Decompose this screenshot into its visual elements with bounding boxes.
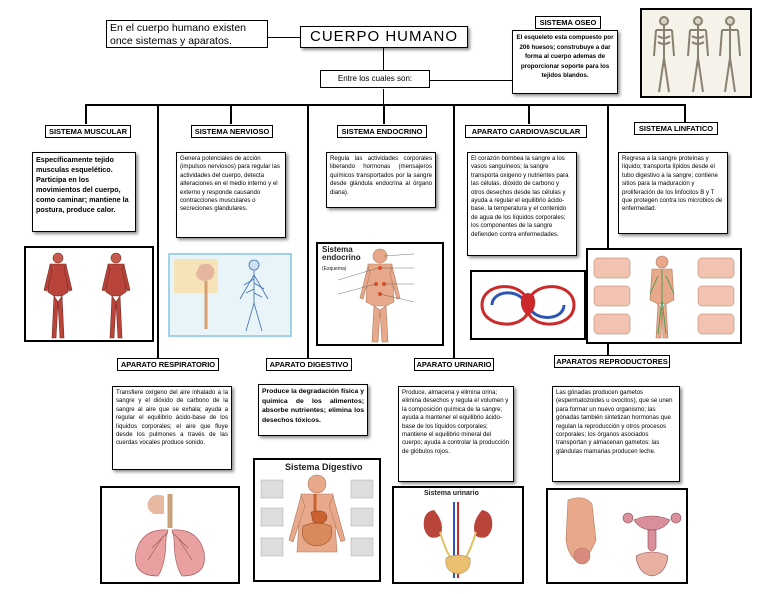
intro-text: En el cuerpo humano existen once sistema… [106, 20, 268, 48]
urinario-image-title: Sistema urinario [424, 490, 479, 497]
digestivo-image: Sistema Digestivo [253, 458, 381, 582]
nervioso-image [168, 253, 292, 337]
linfatico-image [586, 248, 742, 344]
connector-linfatico [684, 104, 686, 124]
desc-aparatos-reproductores: Las gónadas producen gametos (espermatoz… [552, 386, 680, 482]
muscle-figures-icon [43, 252, 131, 339]
urinario-image: Sistema urinario [392, 486, 524, 584]
respiratorio-image [100, 486, 240, 584]
connector-intro-title [268, 37, 300, 38]
lymphatic-figures-icon [593, 255, 735, 339]
connector-urinario [453, 104, 455, 358]
connector-subtitle-down [383, 89, 384, 105]
connector-respiratorio [157, 104, 159, 358]
connector-subtitle-oseo [430, 80, 514, 81]
connector-endocrino [383, 104, 385, 124]
urinary-system-icon [423, 502, 493, 578]
desc-sistema-nervioso: Genera potenciales de acción (impulsos n… [176, 152, 286, 238]
connector-horizontal-main [85, 104, 685, 106]
cardiovascular-image [470, 270, 586, 340]
desc-sistema-linfatico: Regresa a la sangre proteínas y líquido;… [618, 152, 728, 234]
desc-sistema-muscular: Específicamente tejido musculas esquelét… [32, 152, 136, 232]
connector-title-down [383, 48, 384, 70]
reproductores-image [546, 488, 688, 584]
muscular-image [24, 246, 154, 342]
nervous-system-icon [174, 259, 269, 332]
label-aparatos-reproductores: APARATOS REPRODUCTORES [554, 355, 670, 368]
desc-aparato-cardiovascular: El corazón bombea la sangre a los vasos … [467, 152, 577, 256]
desc-aparato-respiratorio: Transfiere oxígeno del aire inhalado a l… [112, 386, 232, 470]
skeleton-image [640, 8, 752, 98]
label-sistema-endocrino: SISTEMA ENDOCRINO [337, 125, 427, 138]
subtitle: Entre los cuales son: [320, 70, 430, 88]
connector-cardiovascular [528, 104, 530, 124]
endocrino-image-sub: (Esquema) [322, 266, 347, 272]
skeleton-figures-icon [653, 16, 741, 93]
connector-nervioso [230, 104, 232, 124]
label-aparato-urinario: APARATO URINARIO [414, 358, 494, 371]
connector-reproductores [607, 104, 609, 358]
label-sistema-nervioso: SISTEMA NERVIOSO [191, 125, 273, 138]
digestive-body-icon [260, 474, 374, 557]
label-sistema-oseo: SISTEMA OSEO [535, 16, 601, 29]
desc-sistema-oseo: El esqueleto esta compuesto por 206 hues… [512, 30, 618, 94]
endocrino-image: Sistema endocrino (Esquema) [316, 242, 444, 346]
digestivo-image-title: Sistema Digestivo [285, 462, 363, 472]
endocrine-body-icon [337, 248, 415, 343]
label-aparato-respiratorio: APARATO RESPIRATORIO [117, 358, 219, 371]
label-sistema-muscular: SISTEMA MUSCULAR [45, 125, 131, 138]
desc-aparato-urinario: Produce, almacena y elimina orina; elimi… [398, 386, 514, 482]
desc-aparato-digestivo: Produce la degradación física y química … [258, 384, 368, 436]
desc-sistema-endocrino: Regula las actividades corporales libera… [326, 152, 436, 208]
label-sistema-linfatico: SISTEMA LINFATICO [634, 122, 718, 135]
connector-muscular [85, 104, 87, 124]
endocrino-image-title: Sistema endocrino [322, 245, 361, 262]
page-title: CUERPO HUMANO [300, 26, 468, 48]
lungs-icon [135, 494, 205, 577]
label-aparato-cardiovascular: APARATO CARDIOVASCULAR [465, 125, 587, 138]
connector-digestivo [307, 104, 309, 358]
heart-circulation-icon [480, 285, 576, 326]
reproductive-system-icon [565, 497, 682, 577]
label-aparato-digestivo: APARATO DIGESTIVO [266, 358, 352, 371]
